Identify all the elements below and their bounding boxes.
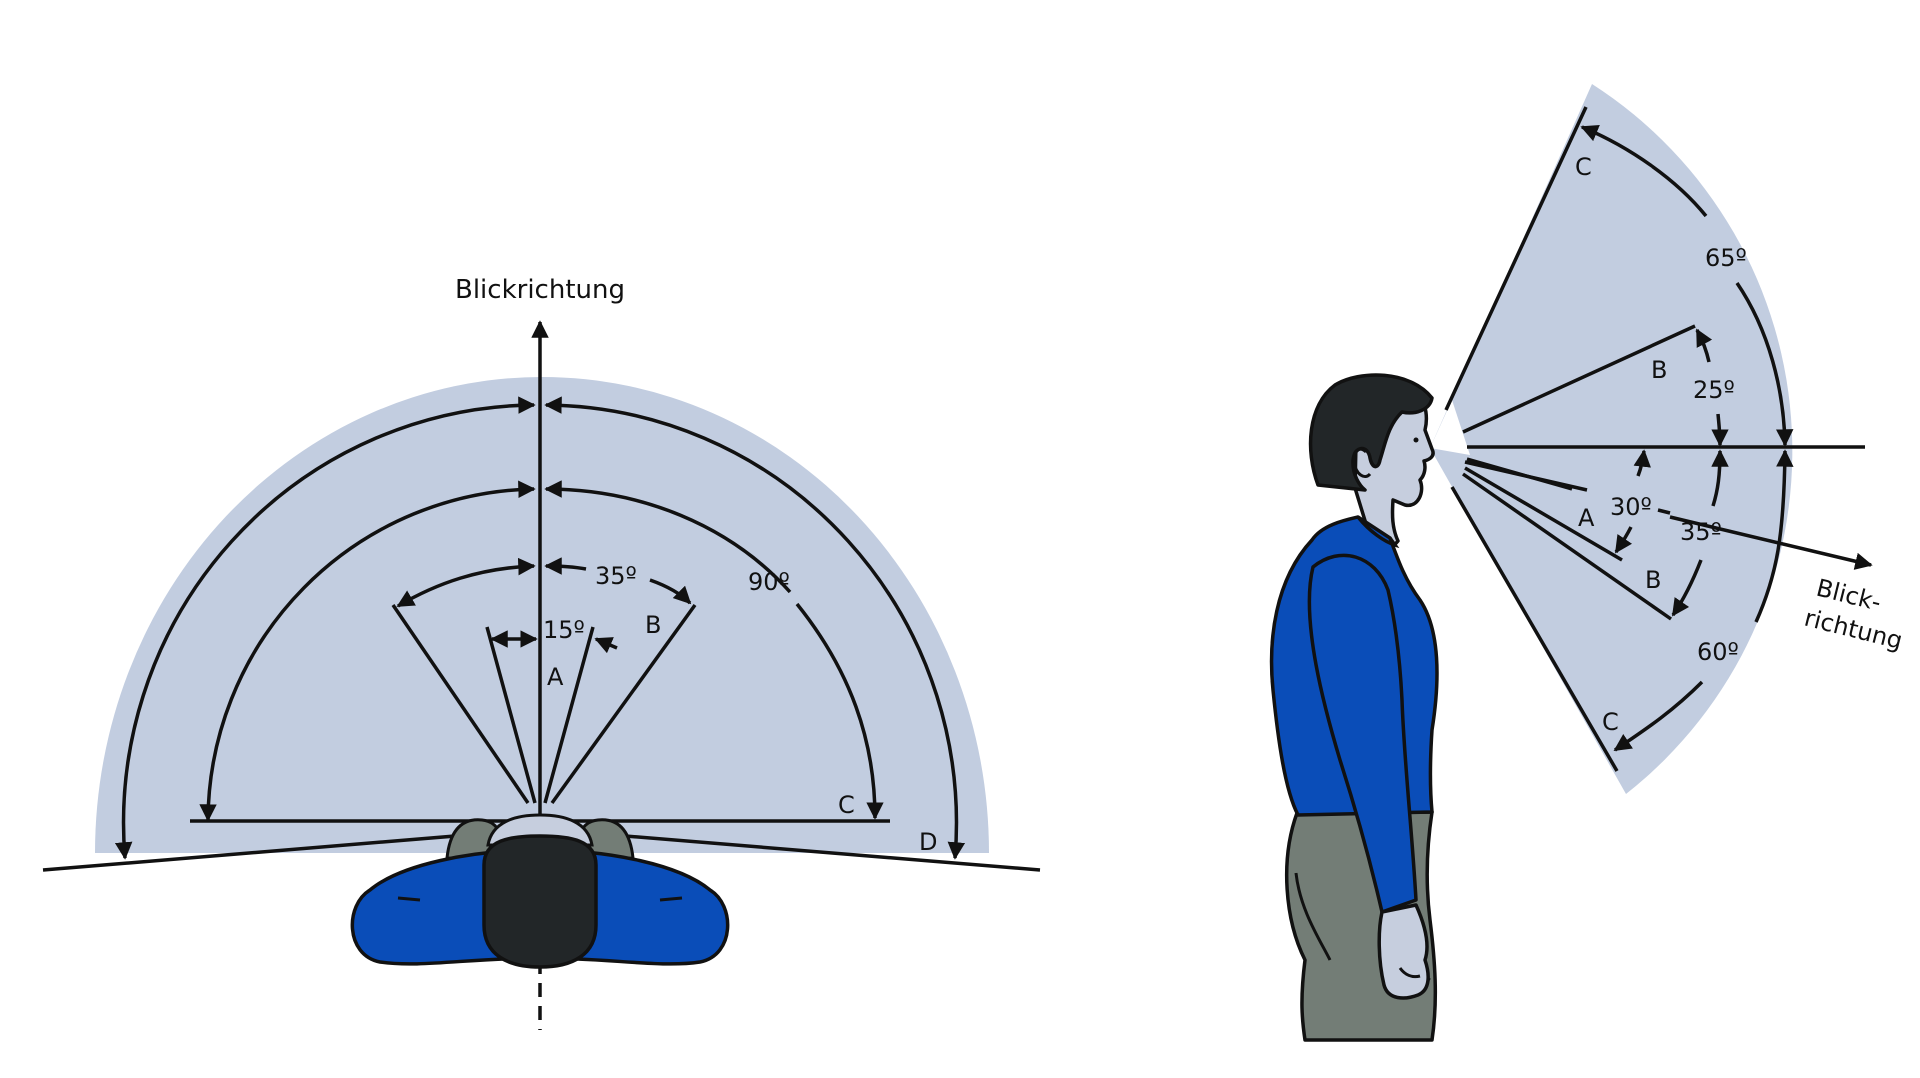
arc-b-right-b bbox=[649, 578, 692, 605]
arm-crease-right bbox=[659, 896, 683, 902]
side-angle-label-35: 35º bbox=[1680, 518, 1722, 546]
ray-view-direction bbox=[1466, 457, 1573, 491]
arc-30-dash bbox=[1657, 508, 1671, 515]
arc-65-lower bbox=[1735, 282, 1794, 447]
ray-a-lower bbox=[1464, 466, 1623, 562]
zone-label-b: B bbox=[645, 611, 661, 639]
arc-b-left bbox=[396, 557, 536, 608]
person-side-view bbox=[1269, 373, 1439, 1042]
side-direction-label-2: richtung bbox=[1802, 604, 1906, 655]
arc-a-right bbox=[594, 637, 618, 654]
side-view-direction-arrow bbox=[1669, 515, 1873, 570]
arc-60-lower bbox=[1613, 680, 1704, 752]
zone-label-a: A bbox=[547, 663, 564, 691]
side-zone-label-c-down: C bbox=[1602, 708, 1619, 736]
side-zone-label-b-down: B bbox=[1645, 566, 1661, 594]
arc-30-lower bbox=[1614, 526, 1633, 554]
side-view-field bbox=[1430, 84, 1793, 794]
collar bbox=[1356, 515, 1400, 549]
side-angle-label-30: 30º bbox=[1610, 493, 1652, 521]
ray-b-down bbox=[1461, 472, 1673, 621]
angle-label-90: 90º bbox=[748, 568, 790, 596]
trouser-fold bbox=[1294, 872, 1332, 961]
arc-35-upper bbox=[1711, 449, 1729, 507]
side-zone-label-b-up: B bbox=[1651, 356, 1667, 384]
arc-b-right-a bbox=[544, 557, 587, 575]
ray-c-up bbox=[1444, 106, 1588, 411]
arc-60-upper bbox=[1754, 449, 1794, 623]
side-zone-label-c-up: C bbox=[1575, 153, 1592, 181]
arm bbox=[1307, 553, 1418, 914]
side-angle-label-65: 65º bbox=[1705, 244, 1747, 272]
angle-label-15: 15º bbox=[543, 616, 585, 644]
zone-label-d: D bbox=[919, 828, 937, 856]
head-hair-top-view bbox=[482, 834, 598, 969]
angle-label-35: 35º bbox=[595, 562, 637, 590]
ray-c-down bbox=[1450, 486, 1619, 772]
arc-d-right bbox=[544, 396, 966, 860]
arm-crease-left bbox=[397, 896, 421, 902]
side-view: C 65º B 25º 30º A 35º B 60º C Blick- ric… bbox=[1269, 84, 1906, 1042]
eye-icon bbox=[1413, 437, 1419, 443]
ear-icon bbox=[1352, 447, 1372, 478]
arc-25-lower bbox=[1711, 413, 1729, 447]
side-angle-label-25: 25º bbox=[1693, 376, 1735, 404]
finger-line bbox=[1398, 967, 1421, 979]
ray-b-up bbox=[1462, 324, 1696, 434]
arc-d-left bbox=[114, 396, 536, 860]
side-zone-label-a: A bbox=[1578, 504, 1595, 532]
arc-65-upper bbox=[1580, 124, 1708, 218]
top-view: Blickrichtung 15º 35º 90º A B C D bbox=[42, 275, 1041, 1030]
arc-30-upper bbox=[1633, 449, 1651, 477]
arc-35-lower bbox=[1671, 559, 1703, 617]
arc-25-upper bbox=[1695, 328, 1713, 363]
top-view-direction-label: Blickrichtung bbox=[455, 275, 625, 305]
zone-label-c: C bbox=[838, 791, 855, 819]
top-view-field bbox=[95, 377, 989, 853]
person-top-view bbox=[350, 813, 730, 969]
eye-gap bbox=[1430, 400, 1470, 455]
hand bbox=[1377, 903, 1430, 1000]
side-angle-label-60: 60º bbox=[1697, 638, 1739, 666]
